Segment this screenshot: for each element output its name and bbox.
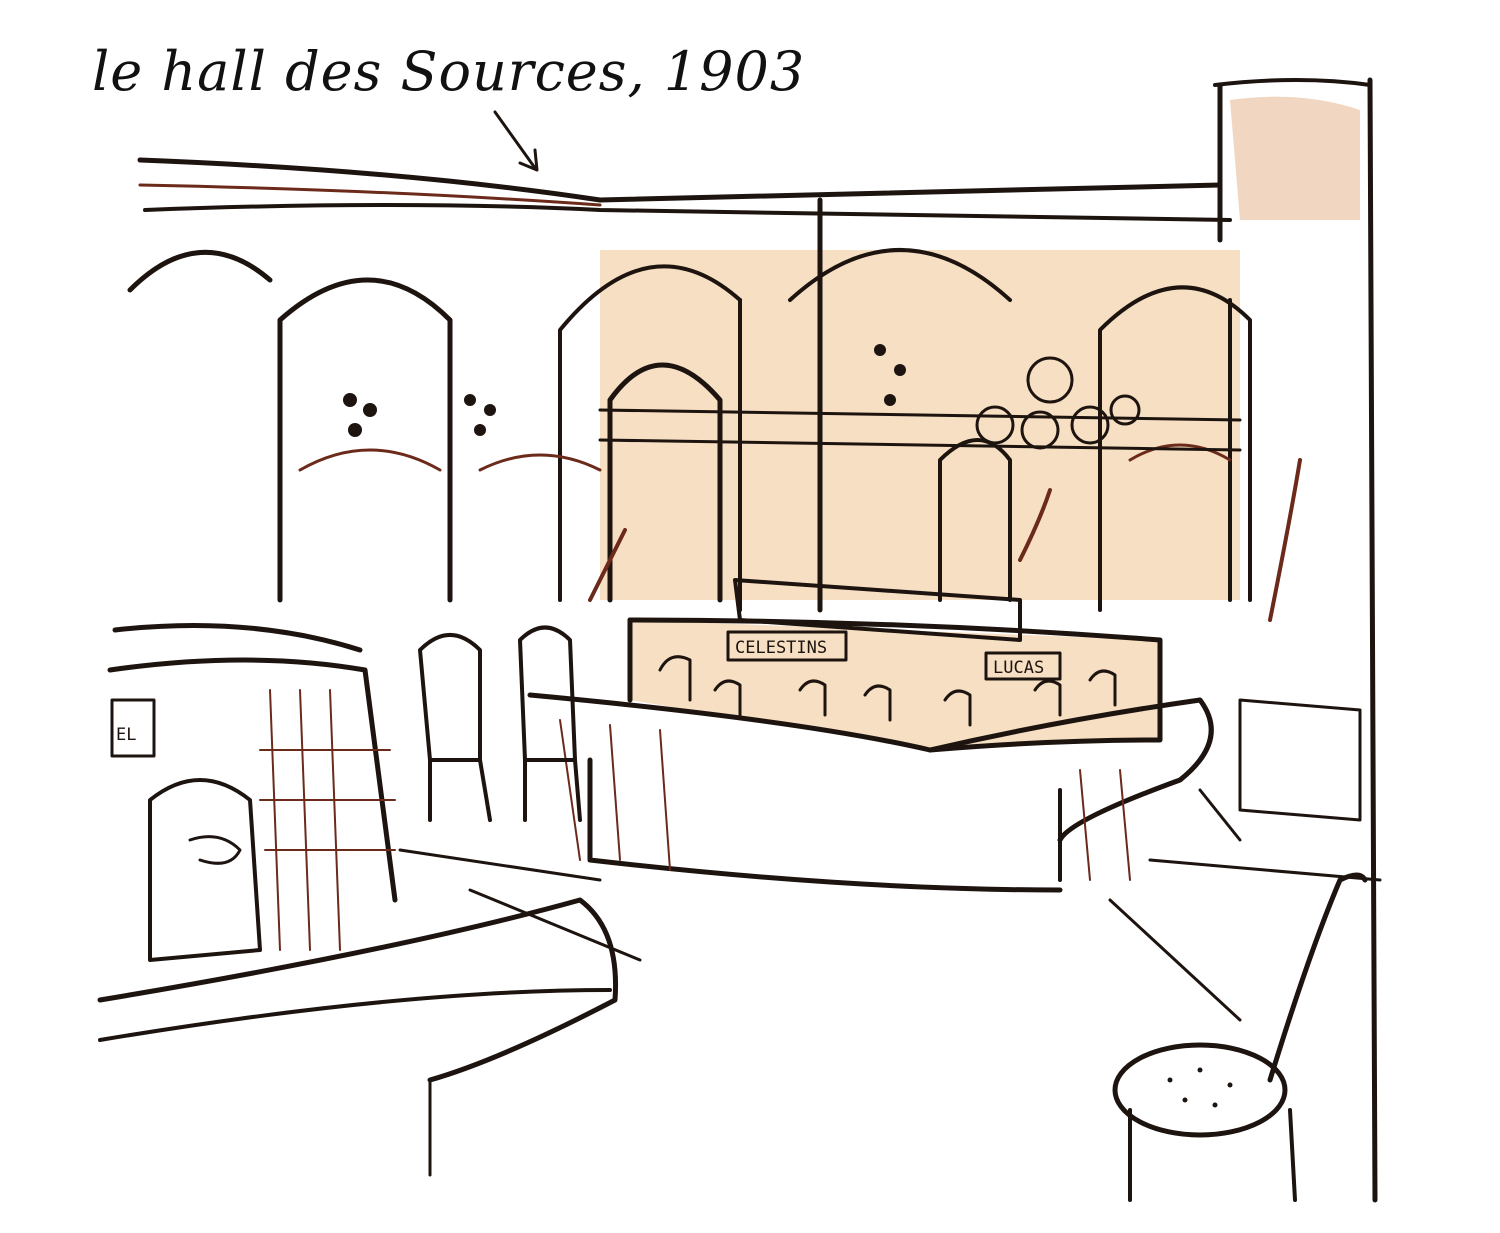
floor-tiles (398, 788, 1382, 1022)
caption-handwritten: le hall des Sources, 1903 (92, 40, 806, 103)
potted-plants (588, 458, 1362, 822)
central-fountain: CELESTINS LUCAS (527, 578, 1214, 893)
chandelier (975, 356, 1141, 450)
chair-group (418, 625, 1368, 1202)
sign-celestins: CELESTINS (735, 638, 827, 658)
left-fountain: EL (97, 623, 619, 1177)
arcade (127, 197, 1252, 613)
ceiling-beams (137, 157, 1232, 222)
arrow-icon (493, 110, 539, 172)
sign-lucas: LUCAS (993, 658, 1044, 678)
fountain-sign: EL (116, 725, 136, 745)
right-pillar (1213, 77, 1378, 1203)
